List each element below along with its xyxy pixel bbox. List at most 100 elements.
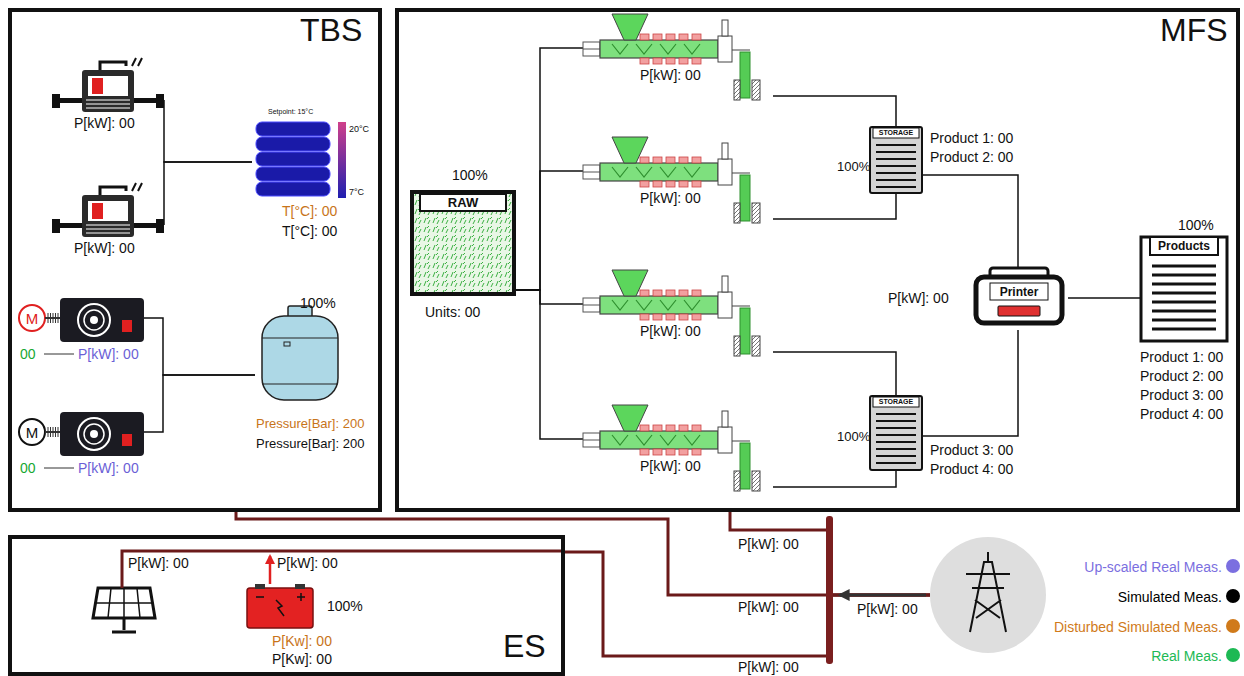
air-tank-symbol (284, 342, 290, 346)
battery-symbol (247, 588, 313, 628)
compressor-symbol (60, 298, 144, 342)
heater-symbol (692, 290, 701, 296)
chiller-symbol (86, 104, 130, 105)
extruder-symbol (600, 296, 718, 314)
shaft-symbol (48, 427, 49, 437)
mould-symbol (734, 80, 740, 100)
hopper-symbol (612, 405, 648, 431)
heater-symbol (692, 34, 701, 40)
shaft-symbol (58, 427, 59, 437)
raw-store-symbol (420, 194, 506, 211)
connector (516, 290, 583, 304)
compressor-symbol (122, 320, 132, 332)
value-label: T[°C]: 00 (282, 204, 337, 218)
value-label: T[°C]: 00 (282, 224, 337, 238)
chiller-symbol (100, 187, 126, 195)
screw-thread (636, 44, 652, 54)
grid-arrow (840, 594, 926, 597)
storage-shelf (876, 413, 916, 415)
heater-symbol (640, 157, 649, 163)
storage-shelf (876, 179, 916, 181)
shaft-symbol (53, 313, 54, 323)
heater-symbol (679, 290, 688, 296)
mould-symbol (734, 471, 740, 491)
value-label: 100% (300, 296, 336, 310)
value-label: Units: 00 (425, 305, 480, 319)
edge-label: P[kW]: 00 (736, 660, 801, 674)
extruder-symbol (583, 305, 600, 306)
compressor-symbol (84, 310, 104, 330)
shaft-symbol (53, 427, 54, 437)
chiller-symbol (82, 195, 134, 237)
storage-shelf (876, 165, 916, 167)
panel-title: MFS (1160, 14, 1228, 46)
tank-symbol (256, 137, 330, 151)
value-label: Pressure[Bar]: 200 (256, 417, 364, 430)
compressor-symbol (90, 316, 98, 324)
hopper-symbol (612, 270, 648, 296)
pv-panel: P[kW]: 00 (95, 582, 153, 634)
die-symbol (732, 441, 750, 442)
storage-shelf (876, 144, 916, 146)
connector (144, 318, 255, 375)
feeder-wire (122, 551, 565, 588)
heater-symbol (666, 290, 675, 296)
screw-thread (684, 435, 700, 445)
extruder-symbol (583, 298, 600, 312)
value-label: P[kW]: 00 (78, 347, 139, 361)
temperature-scale (338, 122, 346, 198)
die-symbol (722, 276, 728, 292)
screw-thread (612, 435, 628, 445)
storage-unit: STORAGE100%Product 3: 00Product 4: 00 (870, 396, 922, 470)
legend-swatch (1226, 619, 1240, 633)
chiller-symbol (86, 233, 130, 234)
chiller-symbol (88, 201, 128, 221)
value-label: P[kW]: 00 (640, 68, 701, 82)
mould-symbol (752, 203, 760, 223)
legend-text: Real Meas. (1151, 649, 1222, 663)
panel-title: ES (503, 630, 546, 662)
value-label: 00 (20, 461, 36, 475)
value-label: STORAGE (879, 129, 914, 136)
heater-symbol (640, 181, 649, 187)
value-label: P[kW]: 00 (78, 461, 139, 475)
battery-symbol (256, 593, 305, 616)
heater-symbol (692, 449, 701, 455)
products-shelf (1152, 265, 1216, 268)
heater-symbol (640, 314, 649, 320)
chiller-symbol (100, 62, 126, 70)
connector (164, 162, 252, 225)
air-compressor: M00P[kW]: 00 (18, 410, 144, 476)
storage-shelf (876, 420, 916, 422)
legend-swatch (1226, 589, 1240, 603)
storage-symbol (873, 397, 919, 407)
chiller-unit: P[kW]: 00 (52, 183, 164, 257)
connector (773, 193, 896, 219)
chiller-unit: P[kW]: 00 (52, 58, 164, 132)
extruder-symbol (600, 163, 718, 181)
heater-symbol (692, 314, 701, 320)
heater-symbol (666, 157, 675, 163)
extruder: P[kW]: 00 (583, 137, 773, 225)
heater-symbol (679, 449, 688, 455)
extruder: P[kW]: 00 (583, 270, 773, 358)
motor-symbol (19, 419, 45, 445)
screw-thread (636, 300, 652, 310)
battery-symbol (255, 584, 265, 589)
connector (773, 352, 896, 396)
value-label: P[Kw]: 00 (272, 652, 332, 666)
tank-symbol (256, 182, 330, 196)
storage-unit: STORAGE100%Product 1: 00Product 2: 00 (870, 127, 922, 193)
products-symbol (1141, 237, 1227, 341)
mould-symbol (752, 80, 760, 100)
chiller-symbol (86, 229, 130, 230)
extruder-symbol (600, 431, 718, 449)
chiller-symbol (132, 58, 142, 66)
screw-thread (636, 435, 652, 445)
value-label: P[kW]: 00 (640, 324, 701, 338)
heater-symbol (692, 425, 701, 431)
printer-symbol (976, 277, 1062, 323)
chiller-symbol (86, 108, 130, 109)
